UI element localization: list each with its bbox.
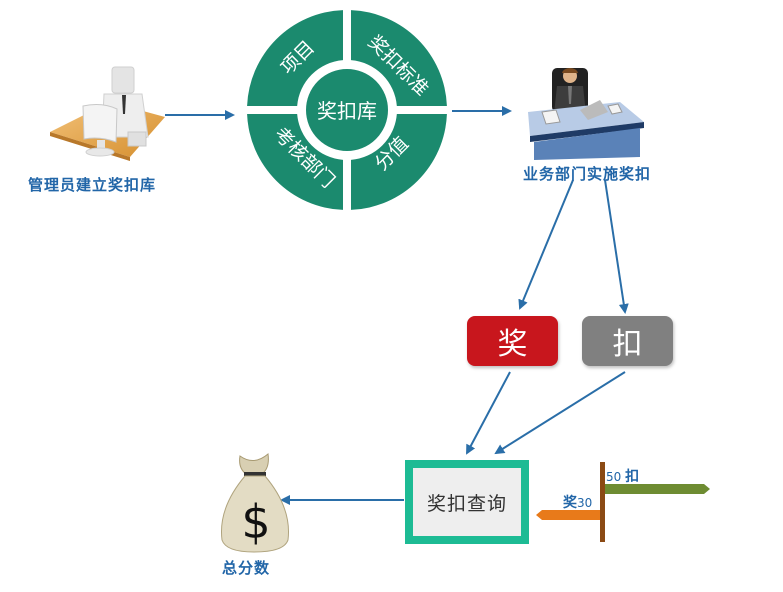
total-label: 总分数 [222,559,271,577]
reward-box: 奖 [467,316,558,366]
library-segment-project [247,10,344,107]
reward-value: 奖30 [563,492,592,512]
department-label: 业务部门实施奖扣 [523,165,652,183]
reward-value-label: 奖 [563,495,577,511]
score-signpost [536,462,710,542]
library-center [300,63,394,157]
signpost-pole [600,462,605,542]
deduct-value: 50 扣 [606,466,639,486]
deduct-arrow-bar [605,484,710,494]
arrow-deduct-to-query [494,371,626,455]
arrow-reward-to-query [466,371,511,455]
deduct-value-number: 50 [606,470,622,484]
deduct-box: 扣 [582,316,673,366]
reward-arrow-bar [536,510,600,520]
query-box: 奖扣查询 [405,460,529,544]
library-segment-department [247,113,344,210]
query-label: 奖扣查询 [426,492,507,515]
library-wheel: 奖扣库 项目 奖扣标准 考核部门 分值 [247,10,447,210]
department-desk-icon [528,67,644,160]
deduct-value-label: 扣 [625,469,640,485]
dollar-symbol: $ [241,495,270,549]
admin-label: 管理员建立奖扣库 [28,176,157,194]
admin-desk-icon [50,66,165,161]
library-segment-score [350,113,447,210]
library-center-label: 奖扣库 [317,99,377,123]
reward-value-number: 30 [577,496,593,510]
library-segment-standard [350,10,447,107]
money-bag-icon: $ [220,453,290,553]
arrow-department-to-reward [518,179,574,310]
arrow-department-to-deduct [604,179,629,314]
